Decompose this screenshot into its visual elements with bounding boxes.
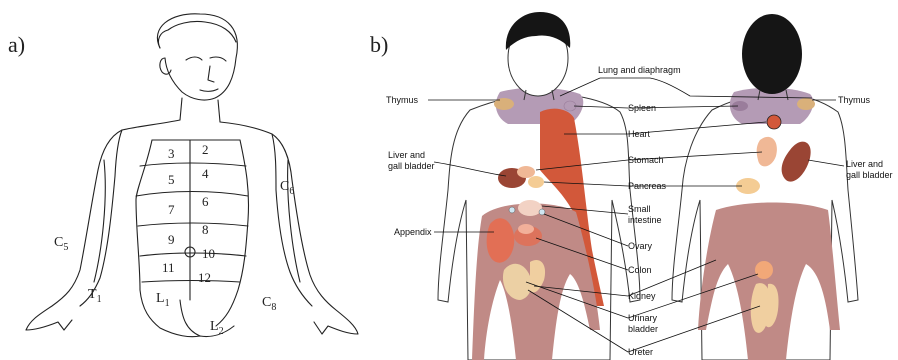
pancreas-front-marker: [528, 176, 544, 188]
segment-number: 6: [202, 194, 209, 209]
segment-number: 10: [202, 246, 215, 261]
label-appendix: Appendix: [394, 227, 432, 237]
label-kidney: Kidney: [628, 291, 656, 301]
panel-a-body-outline: [26, 120, 358, 337]
back-head: [742, 14, 802, 100]
ovary-marker: [509, 207, 515, 213]
label-ovary: Ovary: [628, 241, 653, 251]
dermatome-label-c5: C5: [54, 235, 68, 253]
heart-back-marker: [767, 115, 781, 129]
label-urinary-bladder-line1: Urinary: [628, 313, 658, 323]
dermatome-label-c8: C8: [262, 295, 276, 313]
panel-a-label: a): [8, 32, 25, 57]
urinary-bladder-back-marker: [755, 261, 773, 279]
label-lung-diaphragm: Lung and diaphragm: [598, 65, 681, 75]
label-liver-gb-left-line1: Liver and: [388, 150, 425, 160]
label-liver-gb-right-line2: gall bladder: [846, 170, 893, 180]
panel-b-label: b): [370, 32, 388, 57]
stomach-marker: [517, 166, 535, 178]
label-ureter: Ureter: [628, 347, 653, 357]
segment-number: 5: [168, 172, 175, 187]
back-figure: [672, 14, 858, 360]
segment-number: 2: [202, 142, 209, 157]
small-intestine-marker: [518, 200, 542, 216]
colon-marker-small: [518, 224, 534, 234]
label-heart: Heart: [628, 129, 651, 139]
segment-number: 4: [202, 166, 209, 181]
segment-number: 8: [202, 222, 209, 237]
segment-number: 9: [168, 232, 175, 247]
label-thymus-right: Thymus: [838, 95, 871, 105]
segment-number: 11: [162, 260, 175, 275]
segment-number: 7: [168, 202, 175, 217]
segment-number: 3: [168, 146, 175, 161]
panel-b: b): [370, 12, 893, 360]
segment-number: 12: [198, 270, 211, 285]
label-spleen: Spleen: [628, 103, 656, 113]
dermatome-label-l1: L1: [156, 291, 170, 309]
label-urinary-bladder-line2: bladder: [628, 324, 658, 334]
panel-a: a): [8, 14, 358, 337]
front-head: [506, 12, 570, 100]
label-pancreas: Pancreas: [628, 181, 667, 191]
label-liver-gb-right-line1: Liver and: [846, 159, 883, 169]
dermatome-label-t1: T1: [88, 287, 102, 305]
label-colon: Colon: [628, 265, 652, 275]
label-small-intestine-line2: intestine: [628, 215, 662, 225]
label-thymus-left: Thymus: [386, 95, 419, 105]
label-liver-gb-left-line2: gall bladder: [388, 161, 435, 171]
panel-a-head-sketch: [157, 14, 237, 122]
label-stomach: Stomach: [628, 155, 664, 165]
label-small-intestine-line1: Small: [628, 204, 651, 214]
